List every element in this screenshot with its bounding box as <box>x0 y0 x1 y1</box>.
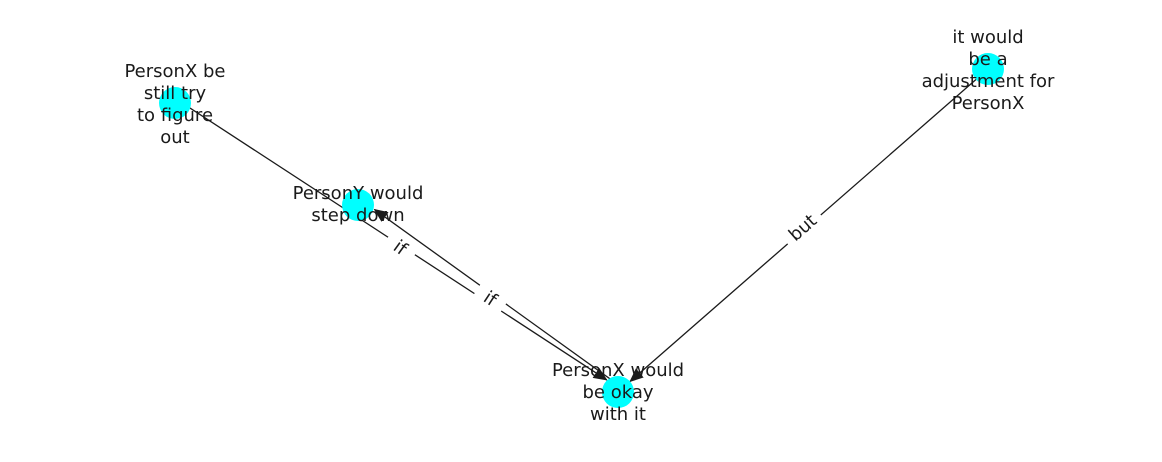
node-label-line: adjustment for <box>922 71 1055 92</box>
edge-label-n1-to-n3: if <box>470 280 510 318</box>
node-label-line: it would <box>952 27 1023 48</box>
node-label-line: still try <box>144 83 207 104</box>
edge-label-n4-to-n3: but <box>778 204 828 252</box>
node-label-line: step down <box>311 205 404 226</box>
edge-label-n3-to-n2: if <box>380 228 420 268</box>
node-n2-circle <box>342 189 374 221</box>
edge-label-background <box>470 280 510 318</box>
node-label-line: PersonX <box>952 93 1025 114</box>
node-label-line: out <box>160 127 189 148</box>
nodes-layer <box>159 53 1004 408</box>
edge-label-background <box>778 204 828 252</box>
node-label-line: PersonY would <box>293 183 424 204</box>
node-n3-circle <box>602 376 634 408</box>
node-label-line: PersonX would <box>552 360 684 381</box>
node-label-line: PersonX be <box>124 61 225 82</box>
node-label-line: be a <box>968 49 1007 70</box>
node-label-line: be okay <box>582 382 653 403</box>
node-label-line: to figure <box>137 105 213 126</box>
node-label-line: with it <box>590 404 646 425</box>
edge-label-background <box>380 228 420 268</box>
node-n1-circle <box>159 87 191 119</box>
edge-labels-layer: if if but <box>380 204 828 318</box>
node-n4-circle <box>972 53 1004 85</box>
edges-layer <box>176 68 989 388</box>
